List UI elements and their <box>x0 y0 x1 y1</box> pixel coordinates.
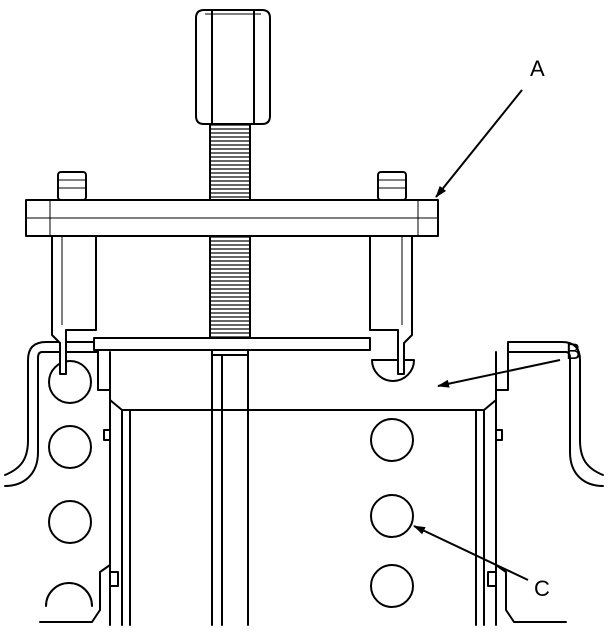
spring-coil <box>48 425 92 469</box>
puller-legs <box>51 223 413 375</box>
puller-plate <box>93 337 371 351</box>
callout-a: A <box>530 56 545 81</box>
piston-rod <box>211 339 249 626</box>
puller-crossbar <box>25 199 439 237</box>
shock-body <box>39 389 567 626</box>
spring-coils <box>45 359 415 608</box>
leader-a <box>435 89 523 198</box>
callout-c: C <box>534 576 550 601</box>
leader-lines <box>413 89 561 581</box>
hex-nut <box>195 9 271 125</box>
spring-coil <box>370 494 414 538</box>
callout-b: B <box>566 339 581 364</box>
spring-seat <box>4 341 604 487</box>
leader-c <box>413 525 529 581</box>
spring-coil <box>370 418 414 462</box>
spring-coil <box>48 500 92 544</box>
spring-coil <box>370 564 414 608</box>
leader-b <box>437 359 561 388</box>
spring-coil <box>48 360 92 404</box>
crossbar-bolts <box>57 171 407 201</box>
